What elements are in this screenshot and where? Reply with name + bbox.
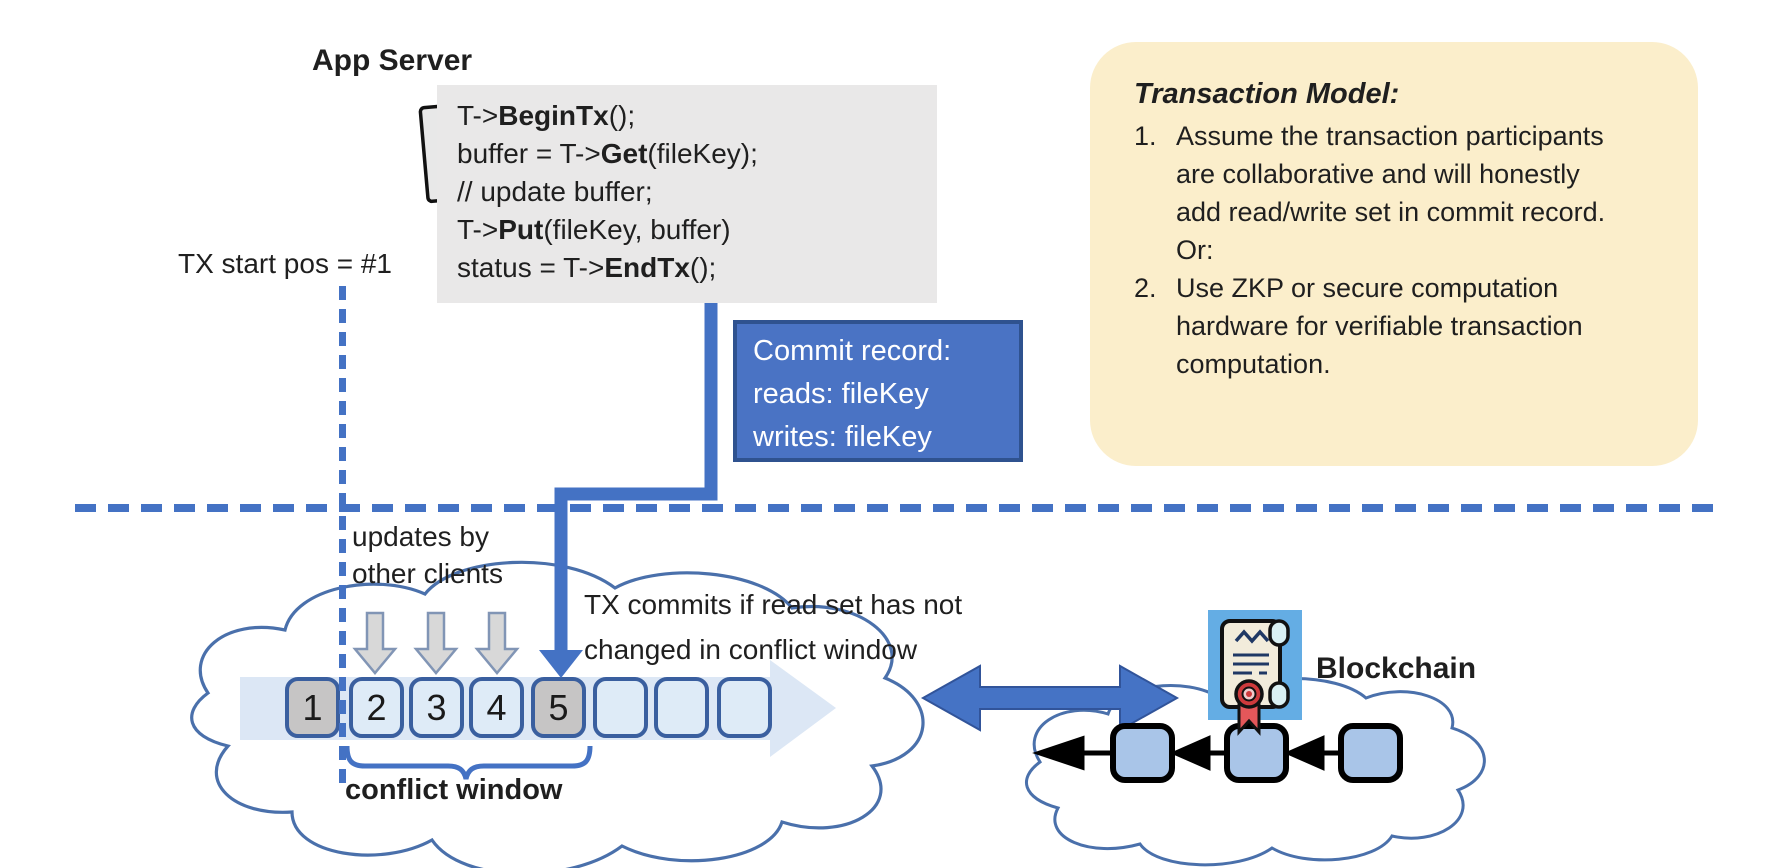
code-keyword: EndTx [604, 252, 690, 283]
item-text: Assume the transaction participants are … [1176, 121, 1606, 265]
code-line: buffer = T->Get(fileKey); [457, 135, 937, 173]
code-text: T-> [457, 214, 499, 245]
item-text: Use ZKP or secure computation hardware f… [1176, 273, 1583, 379]
code-keyword: Put [498, 214, 544, 245]
commit-elbow-arrow [539, 270, 718, 678]
item-number: 2. [1134, 273, 1157, 303]
update-arrow-icon [352, 611, 398, 675]
transaction-model-title: Transaction Model: [1134, 78, 1400, 110]
transaction-model-item: 1. Assume the transaction participants a… [1134, 117, 1662, 269]
timeline-block-3: 3 [409, 677, 464, 738]
conflict-window-label: conflict window [345, 774, 563, 806]
timeline-block-8 [717, 677, 772, 738]
code-keyword: Get [600, 138, 648, 169]
horizontal-dashed-separator [75, 504, 1717, 512]
timeline-block-6 [593, 677, 648, 738]
commit-record-title: Commit record: [753, 335, 952, 367]
item-number: 1. [1134, 121, 1157, 151]
code-text: (fileKey); [647, 138, 758, 169]
chain [1032, 723, 1403, 783]
update-arrow-icon [413, 611, 459, 675]
code-text: (fileKey, buffer) [543, 214, 731, 245]
conflict-window-brace [344, 745, 593, 780]
code-block: T->BeginTx(); buffer = T->Get(fileKey); … [437, 85, 937, 303]
updates-by-other-clients-label: updates by other clients [352, 521, 503, 589]
update-arrow-icons [352, 611, 520, 675]
commit-record-box: Commit record: reads: fileKey writes: fi… [733, 320, 1023, 462]
chain-block [1110, 723, 1175, 783]
timeline-block-7 [654, 677, 709, 738]
app-server-title: App Server [312, 44, 473, 77]
code-line: status = T->EndTx(); [457, 249, 937, 287]
code-text: (); [608, 100, 636, 131]
timeline-block-5: 5 [531, 677, 586, 738]
tx-start-dashed-line [339, 286, 346, 791]
tx-commit-note: TX commits if read set has not changed i… [584, 589, 963, 665]
code-text: status = T-> [457, 252, 605, 283]
chain-block [1338, 723, 1403, 783]
chain-link-arrow [1032, 735, 1341, 771]
blockchain-label: Blockchain [1316, 652, 1477, 685]
code-keyword: BeginTx [498, 100, 609, 131]
code-text: // update buffer; [457, 176, 653, 207]
code-text: buffer = T-> [457, 138, 601, 169]
chain-block [1224, 723, 1289, 783]
code-text: T-> [457, 100, 499, 131]
timeline-block-2: 2 [349, 677, 404, 738]
transaction-model-item: 2. Use ZKP or secure computation hardwar… [1134, 269, 1662, 383]
timeline-block-1: 1 [285, 677, 340, 738]
code-text: (); [689, 252, 717, 283]
commit-record-writes: writes: fileKey [753, 421, 932, 453]
timeline-block-4: 4 [469, 677, 524, 738]
sync-double-arrow [920, 664, 1180, 732]
code-line: // update buffer; [457, 173, 937, 211]
code-line: T->Put(fileKey, buffer) [457, 211, 937, 249]
transaction-model-note: Transaction Model: 1. Assume the transac… [1090, 42, 1698, 466]
update-arrow-icon [474, 611, 520, 675]
tx-start-label: TX start pos = #1 [178, 248, 392, 279]
certificate-scroll-icon [1208, 610, 1302, 736]
commit-record-reads: reads: fileKey [753, 378, 929, 410]
code-line: T->BeginTx(); [457, 97, 937, 135]
